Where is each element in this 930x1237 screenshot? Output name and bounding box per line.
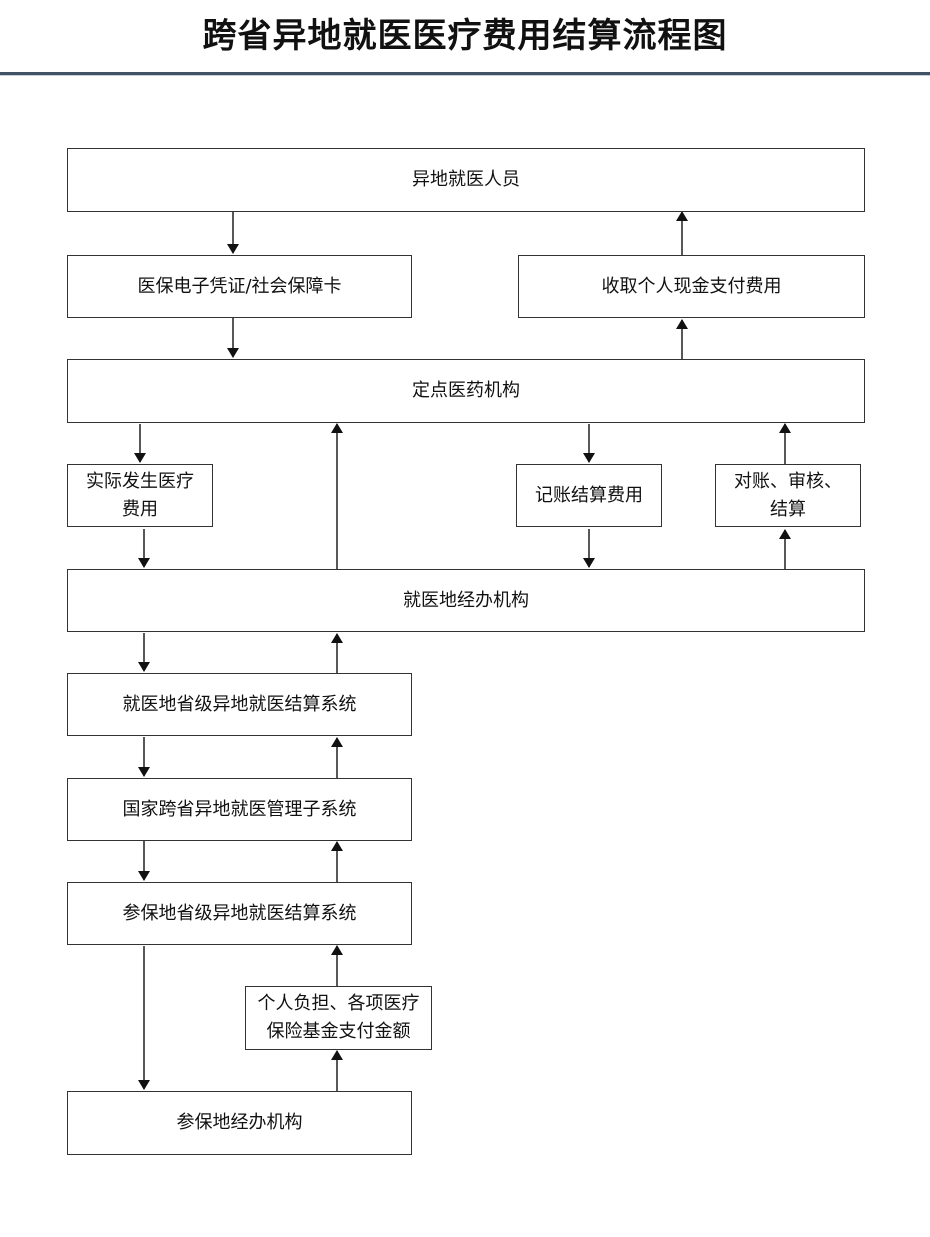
node-actual-cost-line1: 实际发生医疗 — [86, 470, 194, 492]
node-institution: 定点医药机构 — [67, 359, 865, 423]
node-reconcile: 对账、审核、 结算 — [715, 464, 861, 527]
node-amounts-line1: 个人负担、各项医疗 — [257, 993, 420, 1014]
node-treatment-agency: 就医地经办机构 — [67, 569, 865, 632]
node-cash-payment-label: 收取个人现金支付费用 — [601, 275, 782, 297]
node-actual-cost-line2: 费用 — [122, 498, 158, 520]
node-reconcile-line2: 结算 — [770, 498, 806, 520]
node-actual-cost: 实际发生医疗 费用 — [67, 464, 213, 527]
node-patient-label: 异地就医人员 — [412, 169, 520, 190]
title-divider — [0, 72, 930, 75]
node-credential: 医保电子凭证/社会保障卡 — [67, 255, 412, 318]
node-credential-label: 医保电子凭证/社会保障卡 — [137, 275, 342, 297]
node-account-settle: 记账结算费用 — [516, 464, 662, 527]
node-insured-provincial-label: 参保地省级异地就医结算系统 — [122, 902, 357, 924]
title-divider-shadow — [0, 75, 930, 76]
node-treatment-provincial-label: 就医地省级异地就医结算系统 — [122, 693, 357, 715]
page-title: 跨省异地就医医疗费用结算流程图 — [202, 16, 728, 56]
node-insured-agency-label: 参保地经办机构 — [176, 1112, 303, 1133]
node-cash-payment: 收取个人现金支付费用 — [518, 255, 865, 318]
node-account-settle-label: 记账结算费用 — [535, 484, 643, 506]
node-national-system: 国家跨省异地就医管理子系统 — [67, 778, 412, 841]
node-amounts: 个人负担、各项医疗 保险基金支付金额 — [245, 986, 432, 1050]
node-national-system-label: 国家跨省异地就医管理子系统 — [122, 798, 357, 820]
node-insured-agency: 参保地经办机构 — [67, 1091, 412, 1155]
node-reconcile-line1: 对账、审核、 — [734, 470, 842, 492]
node-institution-label: 定点医药机构 — [412, 380, 520, 401]
node-patient: 异地就医人员 — [67, 148, 865, 212]
node-treatment-agency-label: 就医地经办机构 — [403, 589, 529, 611]
node-treatment-provincial: 就医地省级异地就医结算系统 — [67, 673, 412, 736]
node-insured-provincial: 参保地省级异地就医结算系统 — [67, 882, 412, 945]
node-amounts-line2: 保险基金支付金额 — [266, 1021, 411, 1042]
